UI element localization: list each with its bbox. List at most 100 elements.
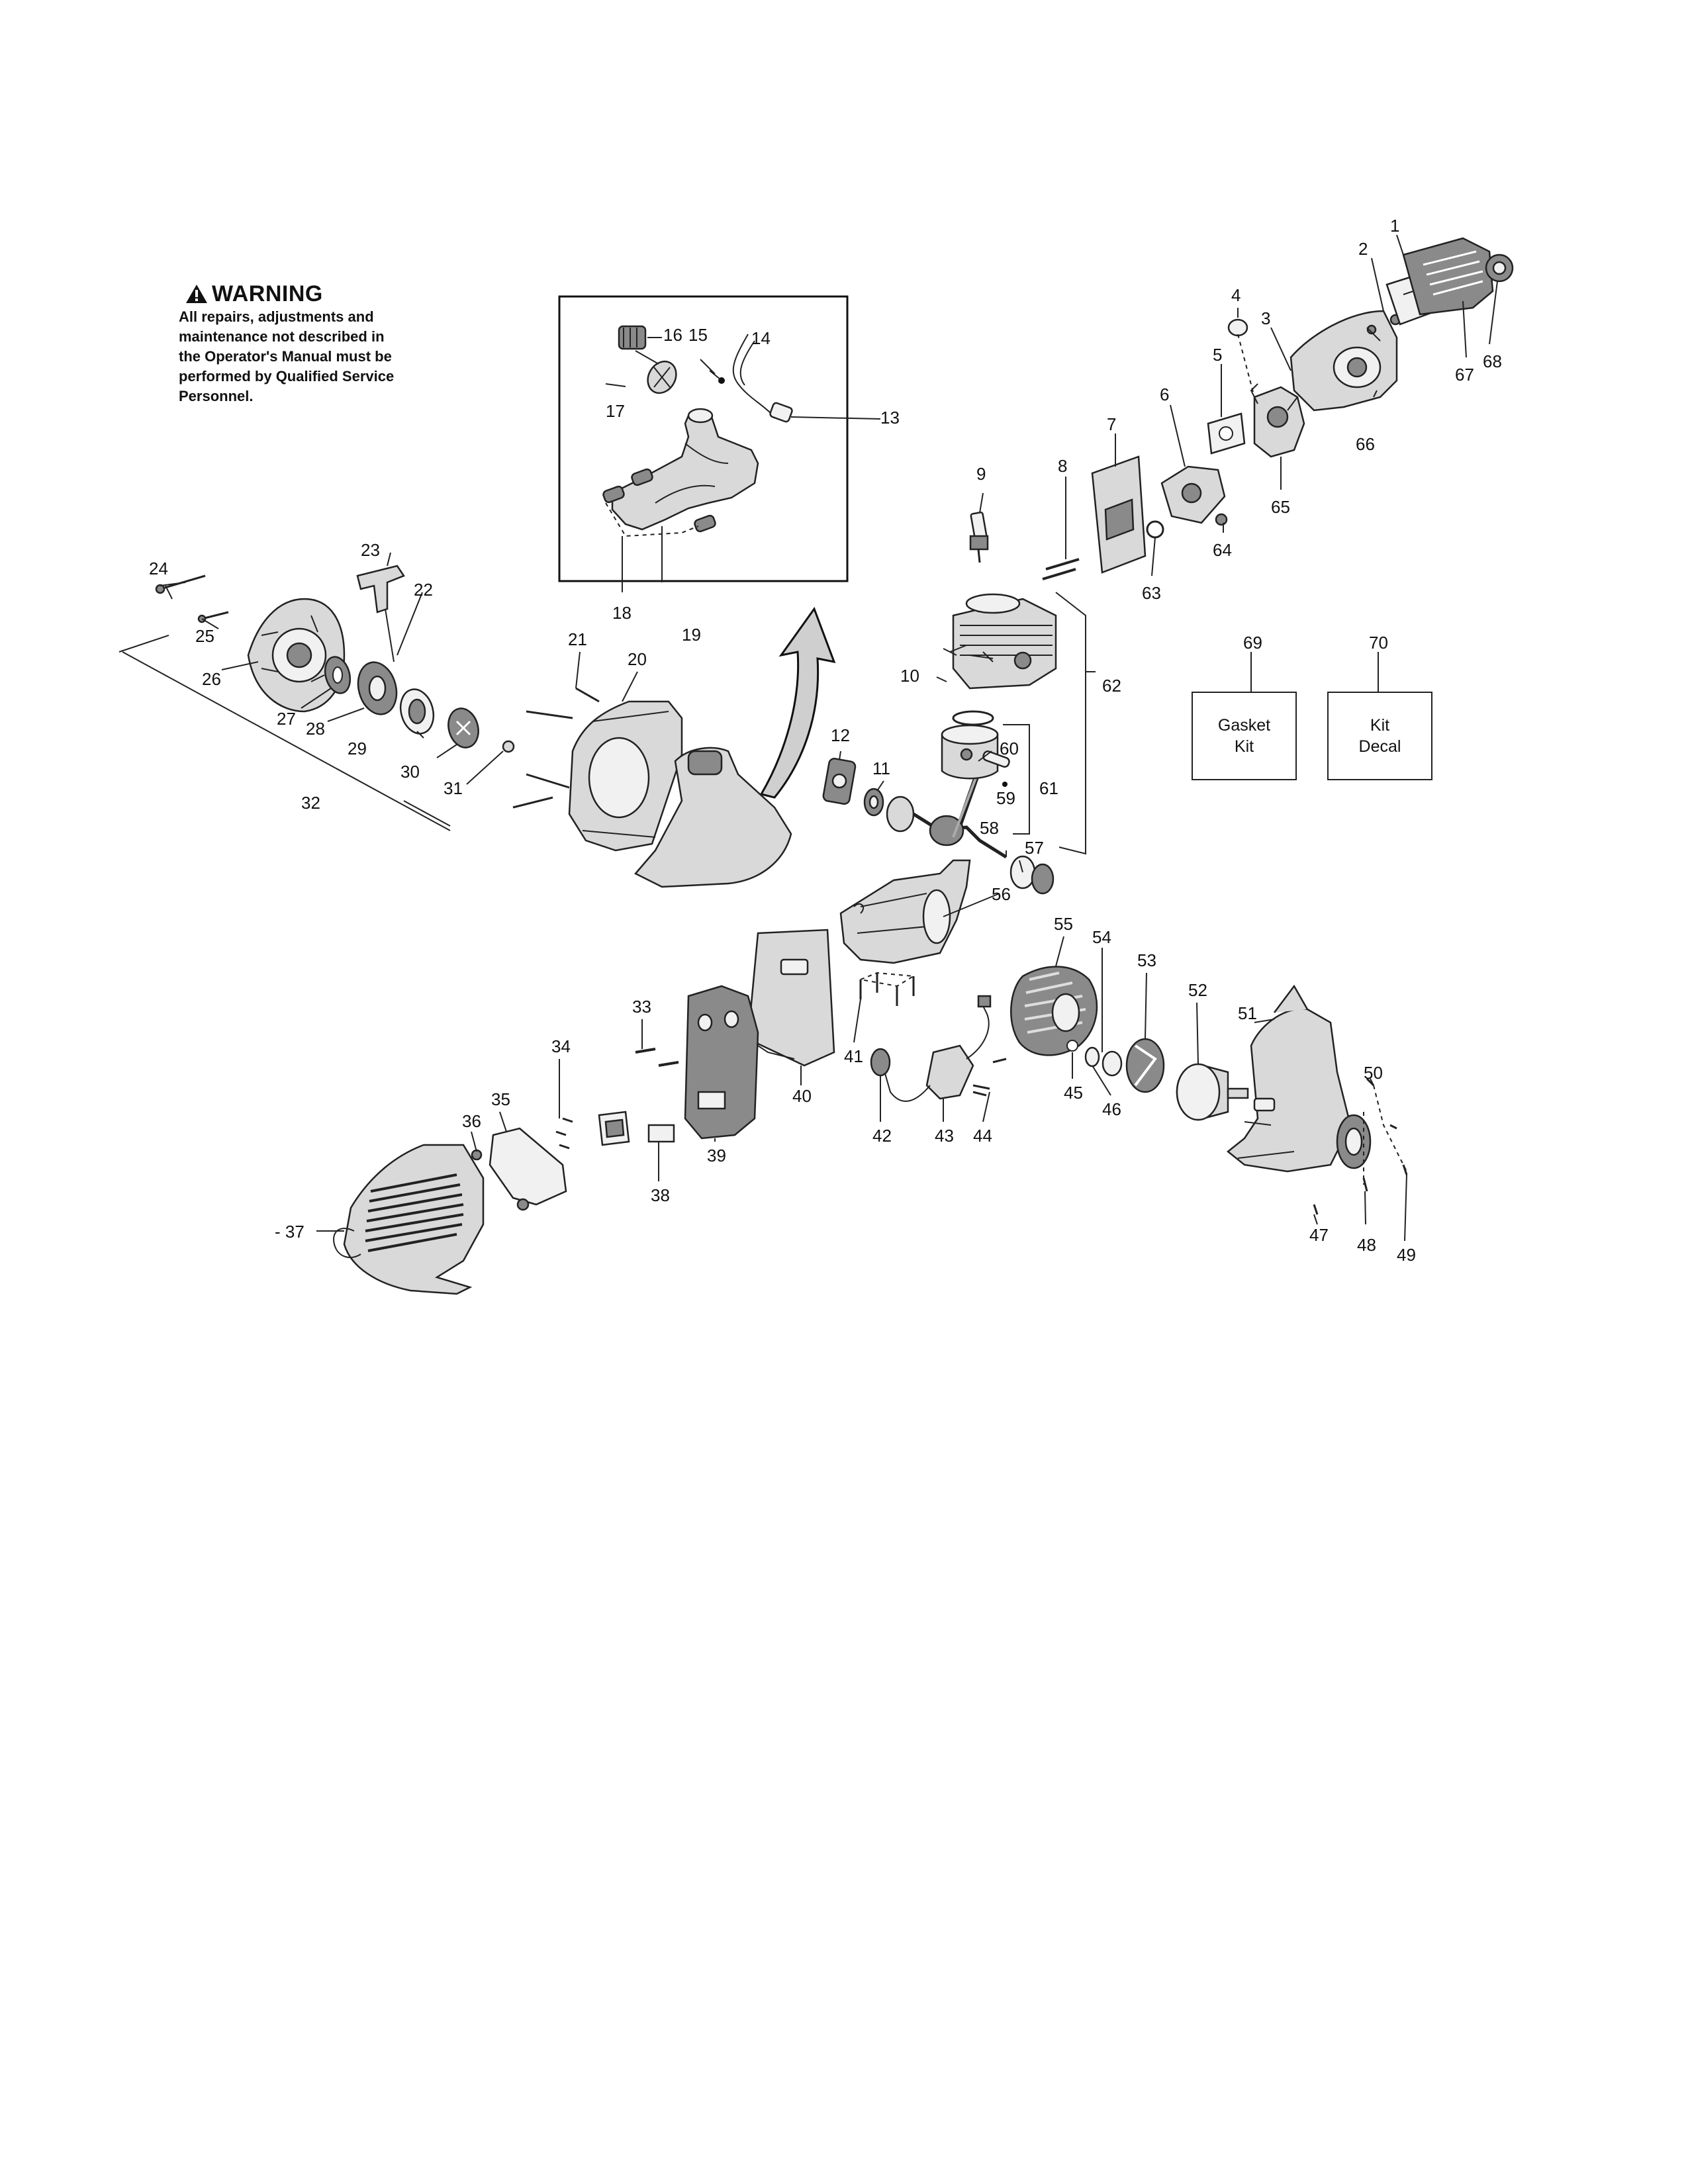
part-label-69: 69: [1243, 633, 1262, 653]
spark-arrestor-screen: [598, 1111, 630, 1146]
part-label-23: 23: [361, 540, 380, 560]
crankcase-screws: [859, 972, 916, 1006]
part-label-4: 4: [1231, 285, 1241, 305]
part-label-26: 26: [202, 669, 221, 689]
part-label-10: 10: [900, 666, 919, 686]
fuel-cap: [618, 325, 677, 394]
warning-icon: [186, 285, 207, 303]
decal-kit-box: Kit Decal: [1327, 692, 1432, 780]
cylinder-bolts: [943, 645, 994, 662]
small-screws: [555, 1117, 573, 1150]
part-label-13: 13: [880, 408, 900, 428]
part-label-57: 57: [1025, 838, 1044, 858]
part-number-labels: 1 2 3 4 5 6 7 8 9 10 11 12 13 14 15 16 1…: [149, 216, 1502, 1265]
part-label-21: 21: [568, 629, 587, 649]
warning-line: the Operator's Manual must be: [179, 348, 392, 365]
part-label-70: 70: [1369, 633, 1388, 653]
flywheel: [1010, 966, 1098, 1056]
warning-line: Personnel.: [179, 388, 254, 404]
clutch-spacer: [1102, 1050, 1123, 1077]
clutch-drum: [1176, 1063, 1249, 1121]
muffler: [684, 985, 759, 1140]
part-label-54: 54: [1092, 927, 1111, 947]
ignition-module-part: [822, 758, 857, 805]
tank-mount-grommet: [602, 485, 625, 504]
part-label-42: 42: [872, 1126, 892, 1146]
part-label-24: 24: [149, 559, 168, 578]
decal-kit-line2: Decal: [1358, 737, 1401, 756]
part-label-18: 18: [612, 603, 632, 623]
housing-bolt: [512, 796, 553, 809]
part-label-19: 19: [682, 625, 701, 645]
part-label-32: 32: [301, 793, 320, 813]
part-label-59: 59: [996, 788, 1015, 808]
label-leaders: [160, 234, 1498, 1242]
part-label-65: 65: [1271, 497, 1290, 517]
piston-clip: [1002, 782, 1008, 787]
cover-knob: [1485, 253, 1514, 283]
part-label-8: 8: [1058, 456, 1067, 476]
part-label-29: 29: [348, 739, 367, 758]
part-label-51: 51: [1238, 1003, 1257, 1023]
gasket-kit-line2: Kit: [1234, 737, 1254, 756]
part-label-27: 27: [277, 709, 296, 729]
part-label-11: 11: [872, 758, 890, 778]
air-filter-housing: [1287, 310, 1398, 412]
crankshaft-assembly: [863, 766, 1055, 895]
heat-insulator: [1091, 455, 1147, 574]
ignition-coil: [870, 995, 992, 1102]
clutch-washer: [1084, 1046, 1100, 1068]
part-label-39: 39: [707, 1146, 726, 1165]
part-label-35: 35: [491, 1089, 510, 1109]
starter-handle: [356, 565, 405, 662]
part-label-28: 28: [306, 719, 325, 739]
warning-line: performed by Qualified Service: [179, 368, 395, 385]
intake-adapter: [1146, 465, 1228, 539]
part-label-2: 2: [1358, 239, 1368, 259]
part-label-52: 52: [1188, 980, 1207, 1000]
part-label-68: 68: [1483, 351, 1502, 371]
part-label-67: 67: [1455, 365, 1474, 385]
fuel-filter: [769, 402, 793, 423]
clutch-housing: [1226, 984, 1372, 1173]
part-label-15: 15: [688, 325, 708, 345]
part-label-61: 61: [1039, 778, 1058, 798]
warning-title: WARNING: [212, 281, 323, 306]
warning-text: All repairs, adjustments and maintenance…: [179, 307, 457, 406]
part-label-34: 34: [551, 1036, 571, 1056]
muffler-gasket: [647, 1124, 675, 1143]
tank-shroud: [634, 747, 792, 888]
part-label-16: 16: [663, 325, 682, 345]
part-label-36: 36: [462, 1111, 481, 1131]
part-label-43: 43: [935, 1126, 954, 1146]
part-label-33: 33: [632, 997, 651, 1017]
part-label-7: 7: [1107, 414, 1116, 434]
carburetor-gasket: [1207, 412, 1246, 455]
part-label-41: 41: [844, 1046, 863, 1066]
part-label-62: 62: [1102, 676, 1121, 696]
air-filter-cover: [1402, 237, 1494, 316]
part-label-48: 48: [1357, 1235, 1376, 1255]
fuel-line: [718, 334, 793, 423]
part-label-47: 47: [1309, 1225, 1329, 1245]
part-label-9: 9: [976, 464, 986, 484]
cylinder: [952, 593, 1057, 690]
part-label-31: 31: [444, 778, 463, 798]
part-label-40: 40: [792, 1086, 812, 1106]
part-label-37: - 37: [275, 1222, 305, 1242]
starter-screws: [155, 574, 229, 623]
part-label-22: 22: [414, 580, 433, 600]
starter-pulley-set: [324, 656, 515, 753]
part-label-60: 60: [1000, 739, 1019, 758]
part-label-5: 5: [1213, 345, 1222, 365]
part-label-44: 44: [973, 1126, 992, 1146]
piston-pin: [982, 751, 1010, 768]
carburetor: [1250, 383, 1305, 458]
warning-line: maintenance not described in: [179, 328, 385, 345]
warning-line: All repairs, adjustments and: [179, 308, 374, 325]
gasket-kit-line1: Gasket: [1217, 716, 1271, 735]
housing-bolt: [526, 710, 573, 719]
coil-screws: [972, 1058, 1007, 1090]
